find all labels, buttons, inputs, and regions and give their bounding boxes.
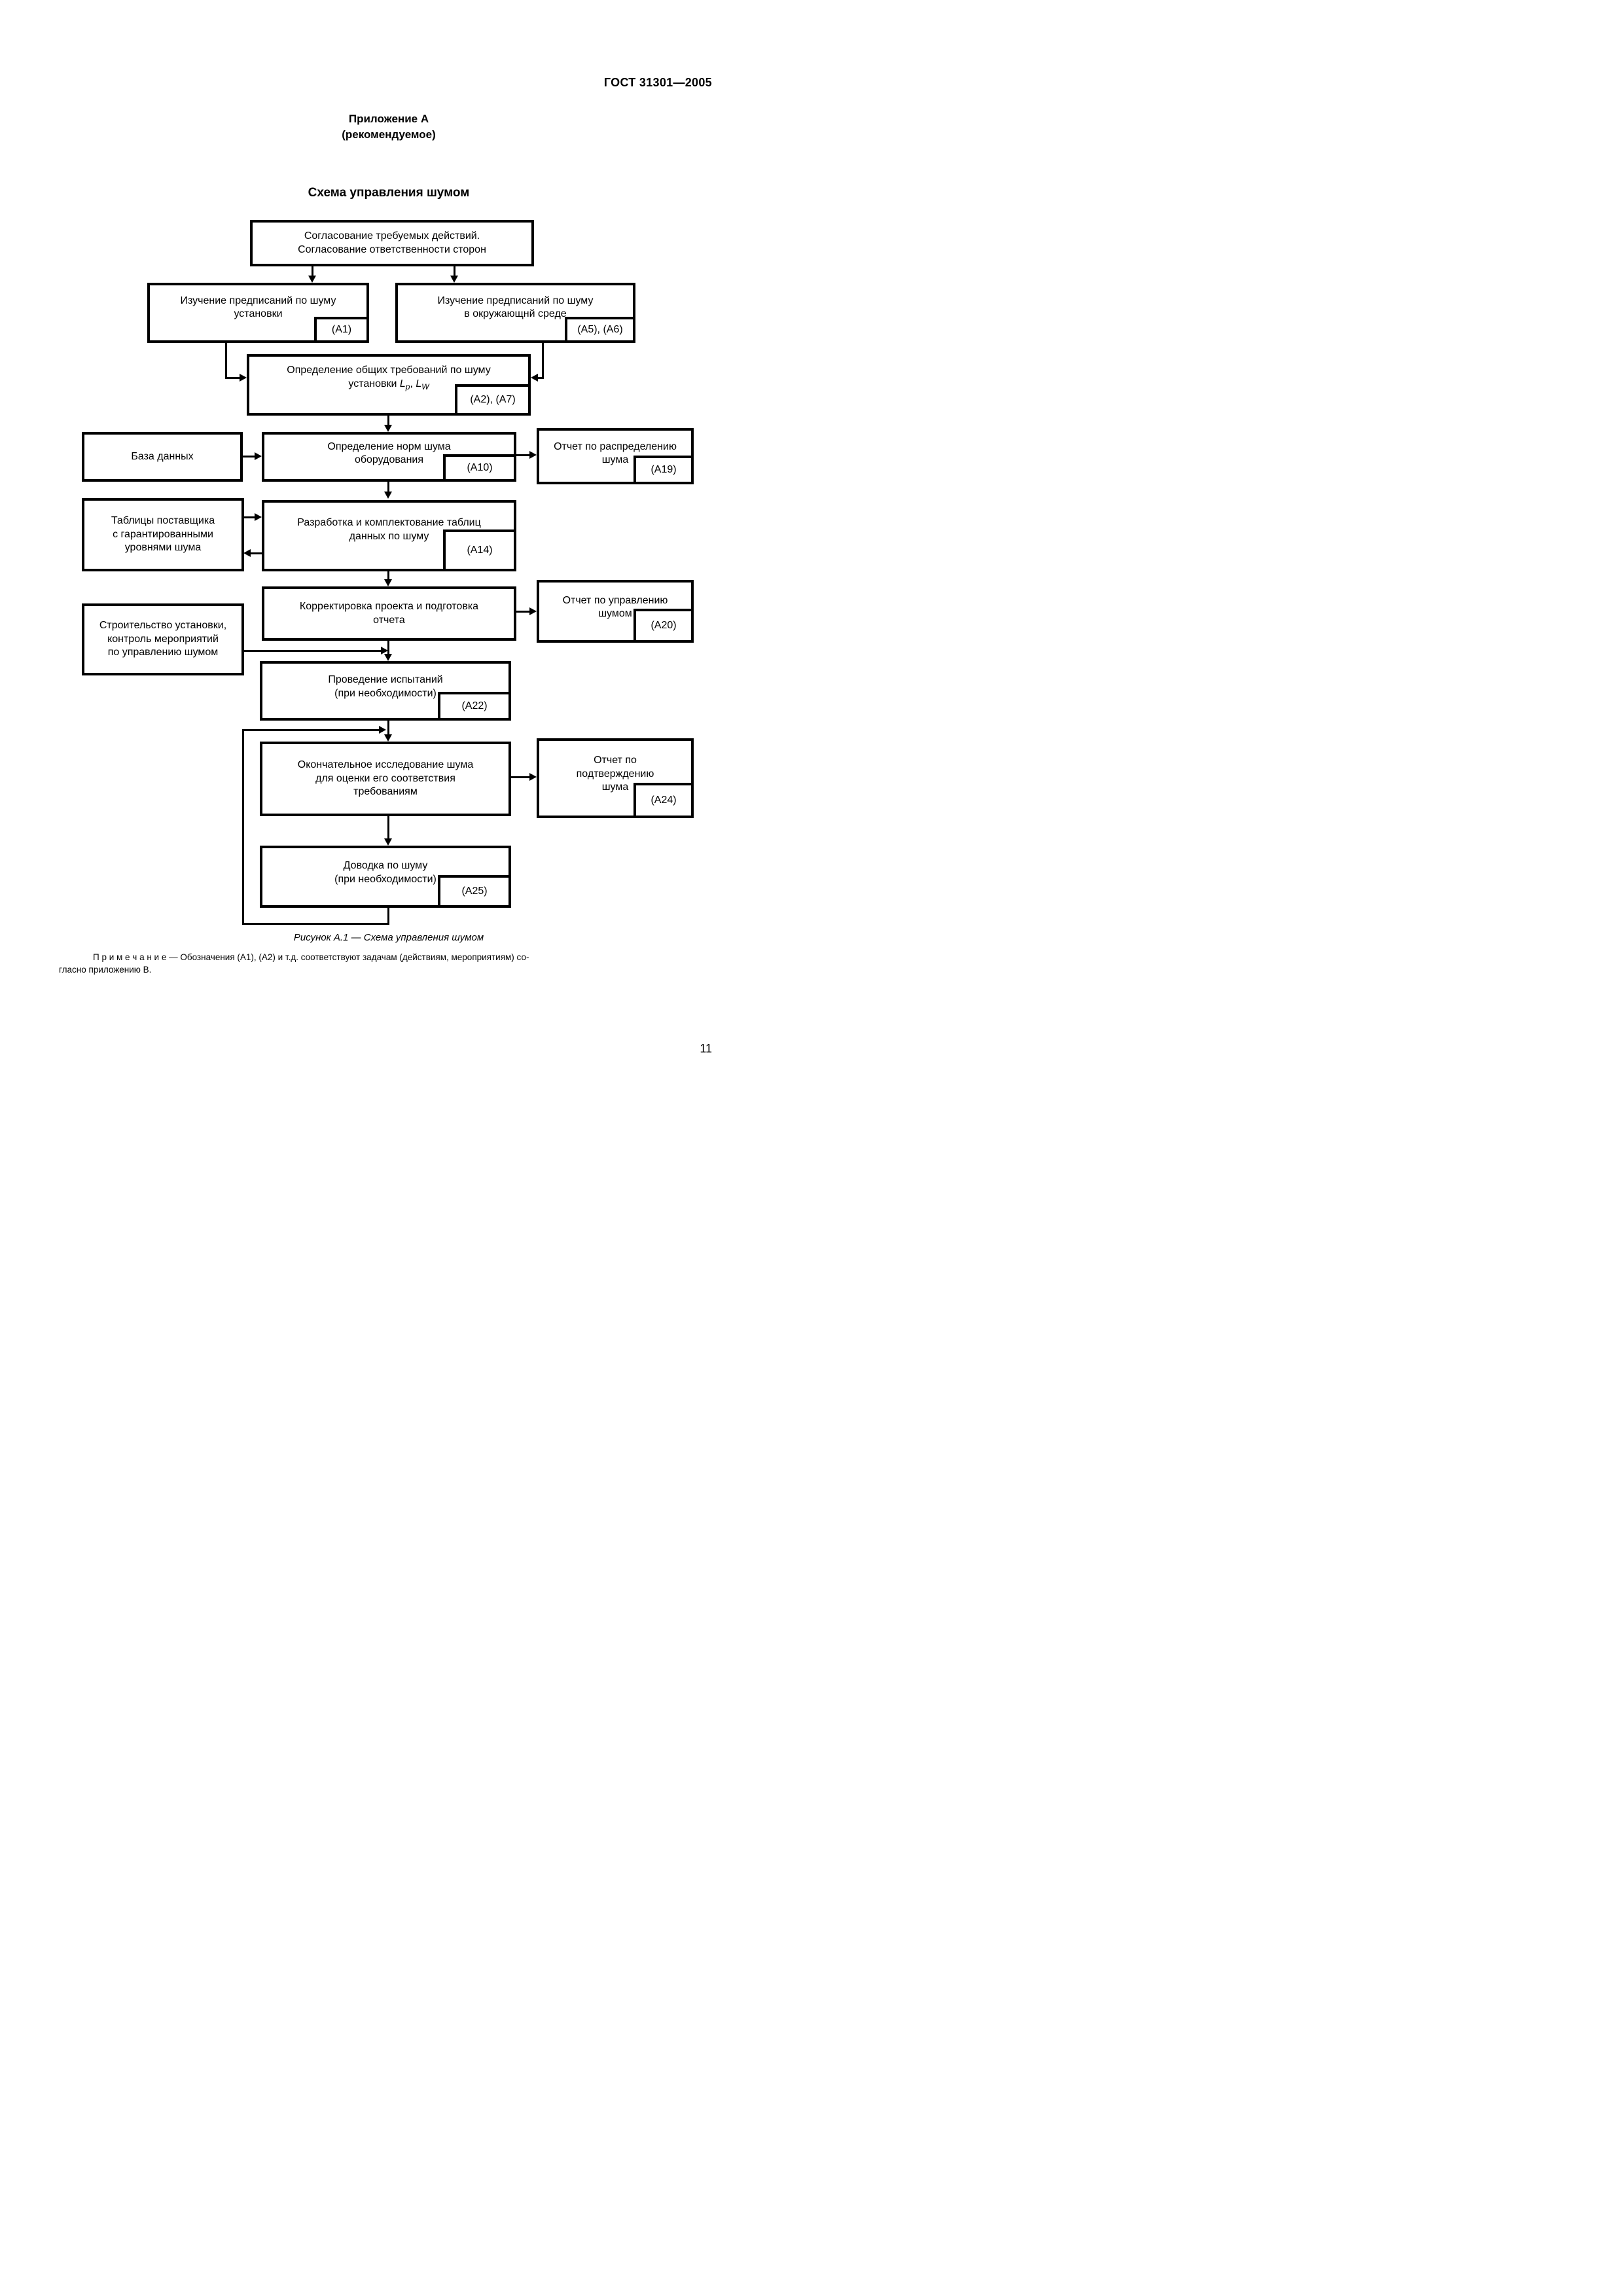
arrowhead-tables-to-correction xyxy=(384,579,392,586)
connector-agree-to-plant xyxy=(312,266,313,277)
arrowhead-finalstudy-to-confirmreport xyxy=(529,773,537,781)
diagram-title: Схема управления шумом xyxy=(308,186,470,200)
node-construction-control-label: Строительство установки, контроль меропр… xyxy=(99,620,227,658)
connector-plant-right xyxy=(225,377,241,379)
node-supplier-tables-label: Таблицы поставщика с гарантированными ур… xyxy=(111,515,215,554)
connector-tables-to-supplier xyxy=(250,552,262,554)
arrowhead-finalstudy-to-tuning xyxy=(384,838,392,846)
connector-env-down xyxy=(542,341,544,379)
page-number: 11 xyxy=(700,1042,712,1055)
connector-plant-down xyxy=(225,341,227,379)
node-final-noise-study-label: Окончательное исследование шума для оцен… xyxy=(297,759,474,798)
node-confirmation-report-tag: (А24) xyxy=(633,783,694,818)
node-management-report-label: Отчет по управлению шумом xyxy=(562,594,668,619)
arrowhead-norms-to-tables xyxy=(384,492,392,499)
node-noise-tuning-label: Доводка по шуму (при необходимости) xyxy=(334,860,437,885)
node-general-noise-requirements-tag: (А2), (А7) xyxy=(455,384,531,416)
connector-norms-to-distreport xyxy=(516,454,531,456)
node-confirmation-report-label: Отчет по подтверждению шума xyxy=(576,755,654,793)
node-agree-actions-label: Согласование требуемых действий. Согласо… xyxy=(298,230,486,255)
node-study-env-regulations: Изучение предписаний по шуму в окружающн… xyxy=(395,283,635,343)
symbol-Lw: L xyxy=(416,378,422,389)
node-database: База данных xyxy=(82,432,243,482)
node-agree-actions: Согласование требуемых действий. Согласо… xyxy=(250,220,534,266)
node-equipment-noise-norms-label: Определение норм шума оборудования xyxy=(327,440,451,465)
connector-tuning-down xyxy=(387,908,389,925)
connector-correction-to-mgmtreport xyxy=(516,611,531,613)
node-equipment-noise-norms-tag: (А10) xyxy=(443,454,516,482)
node-project-correction: Корректировка проекта и подготовка отчет… xyxy=(262,586,516,641)
note: П р и м е ч а н и е — Обозначения (А1), … xyxy=(59,952,716,977)
connector-env-left xyxy=(536,377,544,379)
node-study-plant-regulations-tag: (А1) xyxy=(314,317,369,343)
connector-tables-to-correction xyxy=(387,571,389,581)
connector-loop-left xyxy=(242,729,244,925)
standard-number-header: ГОСТ 31301—2005 xyxy=(603,76,712,89)
connector-finalstudy-to-tuning xyxy=(387,816,389,838)
connector-database-to-norms xyxy=(243,456,256,457)
connector-norms-to-tables xyxy=(387,482,389,493)
document-page: ГОСТ 31301—2005 Приложение А (рекомендуе… xyxy=(0,0,812,1148)
connector-construction-join xyxy=(244,650,382,652)
arrowhead-database-to-norms xyxy=(255,452,262,460)
connector-supplier-to-tables xyxy=(244,516,256,518)
node-management-report: Отчет по управлению шумом (А20) xyxy=(537,580,694,643)
node-noise-data-tables-label: Разработка и комплектование таблиц данны… xyxy=(297,517,481,542)
arrowhead-correction-to-tests xyxy=(384,654,392,661)
node-distribution-report: Отчет по распределению шума (А19) xyxy=(537,428,694,484)
arrowhead-tables-to-supplier xyxy=(243,549,251,557)
arrowhead-plant-to-requirements xyxy=(240,374,247,382)
node-project-correction-label: Корректировка проекта и подготовка отчет… xyxy=(299,601,479,626)
annex-subtitle: (рекомендуемое) xyxy=(342,128,436,141)
connector-requirements-to-norms xyxy=(387,416,389,426)
node-testing-label: Проведение испытаний (при необходимости) xyxy=(328,674,443,699)
note-line-1: П р и м е ч а н и е — Обозначения (А1), … xyxy=(93,952,529,962)
node-noise-data-tables-tag: (А14) xyxy=(443,529,516,571)
node-construction-control: Строительство установки, контроль меропр… xyxy=(82,603,244,675)
figure-caption: Рисунок А.1 — Схема управления шумом xyxy=(293,932,484,943)
node-final-noise-study: Окончательное исследование шума для оцен… xyxy=(260,742,511,816)
node-testing: Проведение испытаний (при необходимости)… xyxy=(260,661,511,721)
node-management-report-tag: (А20) xyxy=(633,609,694,643)
node-noise-tuning-tag: (А25) xyxy=(438,875,511,908)
node-noise-data-tables: Разработка и комплектование таблиц данны… xyxy=(262,500,516,571)
arrowhead-agree-to-plant xyxy=(308,276,316,283)
connector-agree-to-env xyxy=(454,266,455,277)
connector-loop-bottom xyxy=(242,923,389,925)
arrowhead-agree-to-env xyxy=(450,276,458,283)
node-distribution-report-label: Отчет по распределению шума xyxy=(554,440,677,465)
node-testing-tag: (А22) xyxy=(438,692,511,721)
node-noise-tuning: Доводка по шуму (при необходимости) (А25… xyxy=(260,846,511,908)
node-study-plant-regulations: Изучение предписаний по шуму установки (… xyxy=(147,283,369,343)
arrowhead-loop-top xyxy=(379,726,386,734)
annex-title: Приложение А xyxy=(348,113,429,125)
arrowhead-env-to-requirements xyxy=(531,374,538,382)
note-line-2: гласно приложению В. xyxy=(59,964,152,975)
node-study-plant-regulations-label: Изучение предписаний по шуму установки xyxy=(180,295,336,319)
connector-correction-to-tests xyxy=(387,641,389,655)
node-study-env-regulations-tag: (А5), (А6) xyxy=(565,317,635,343)
connector-finalstudy-to-confirmreport xyxy=(511,776,531,778)
arrowhead-tests-to-finalstudy xyxy=(384,734,392,742)
node-equipment-noise-norms: Определение норм шума оборудования (А10) xyxy=(262,432,516,482)
node-distribution-report-tag: (А19) xyxy=(633,456,694,484)
node-supplier-tables: Таблицы поставщика с гарантированными ур… xyxy=(82,498,244,571)
connector-tests-to-finalstudy xyxy=(387,721,389,736)
node-database-label: База данных xyxy=(131,450,194,462)
symbol-Lp: L xyxy=(399,378,406,389)
connector-loop-top xyxy=(243,729,380,731)
arrowhead-norms-to-distreport xyxy=(529,451,537,459)
arrowhead-supplier-to-tables xyxy=(255,513,262,521)
arrowhead-construction-join xyxy=(381,647,388,655)
node-study-env-regulations-label: Изучение предписаний по шуму в окружающн… xyxy=(437,295,594,319)
arrowhead-correction-to-mgmtreport xyxy=(529,607,537,615)
arrowhead-requirements-to-norms xyxy=(384,425,392,432)
node-confirmation-report: Отчет по подтверждению шума (А24) xyxy=(537,738,694,818)
